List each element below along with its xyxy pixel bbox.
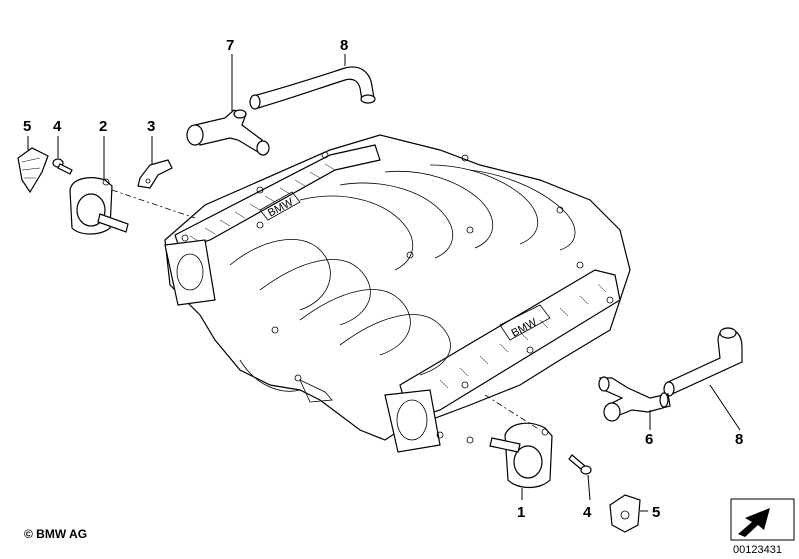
callouts: 7 8 5 4 2 3 6 8 1 4 5 [23, 37, 743, 521]
callout-5-right: 5 [652, 504, 660, 521]
hose-8-right [663, 327, 743, 397]
callout-8-right: 8 [735, 431, 743, 448]
elbow-7 [186, 109, 270, 156]
callout-2: 2 [99, 118, 107, 135]
intake-manifold: BMW BMW [164, 134, 631, 453]
bolt-4-left [52, 158, 73, 175]
callout-5-left: 5 [23, 118, 31, 135]
leader-lines [27, 54, 741, 512]
view-direction-arrow-icon [730, 498, 795, 541]
callout-4-right: 4 [583, 504, 592, 521]
elbow-6 [598, 376, 671, 422]
hose-8-top [249, 66, 376, 110]
bracket-3 [137, 159, 173, 189]
sensor-1-right [484, 394, 553, 489]
bracket-5-left [17, 147, 49, 194]
bolt-4-right [568, 454, 592, 475]
callout-8-top: 8 [340, 37, 348, 54]
sensor-2-left [69, 177, 196, 235]
callout-6: 6 [645, 431, 653, 448]
callout-3: 3 [147, 118, 155, 135]
reference-number: 00123431 [733, 544, 782, 556]
copyright-label: © BMW AG [24, 527, 87, 541]
bracket-5-right [609, 494, 641, 533]
callout-1: 1 [517, 504, 525, 521]
callout-7: 7 [226, 37, 234, 54]
callout-4-left: 4 [53, 118, 62, 135]
